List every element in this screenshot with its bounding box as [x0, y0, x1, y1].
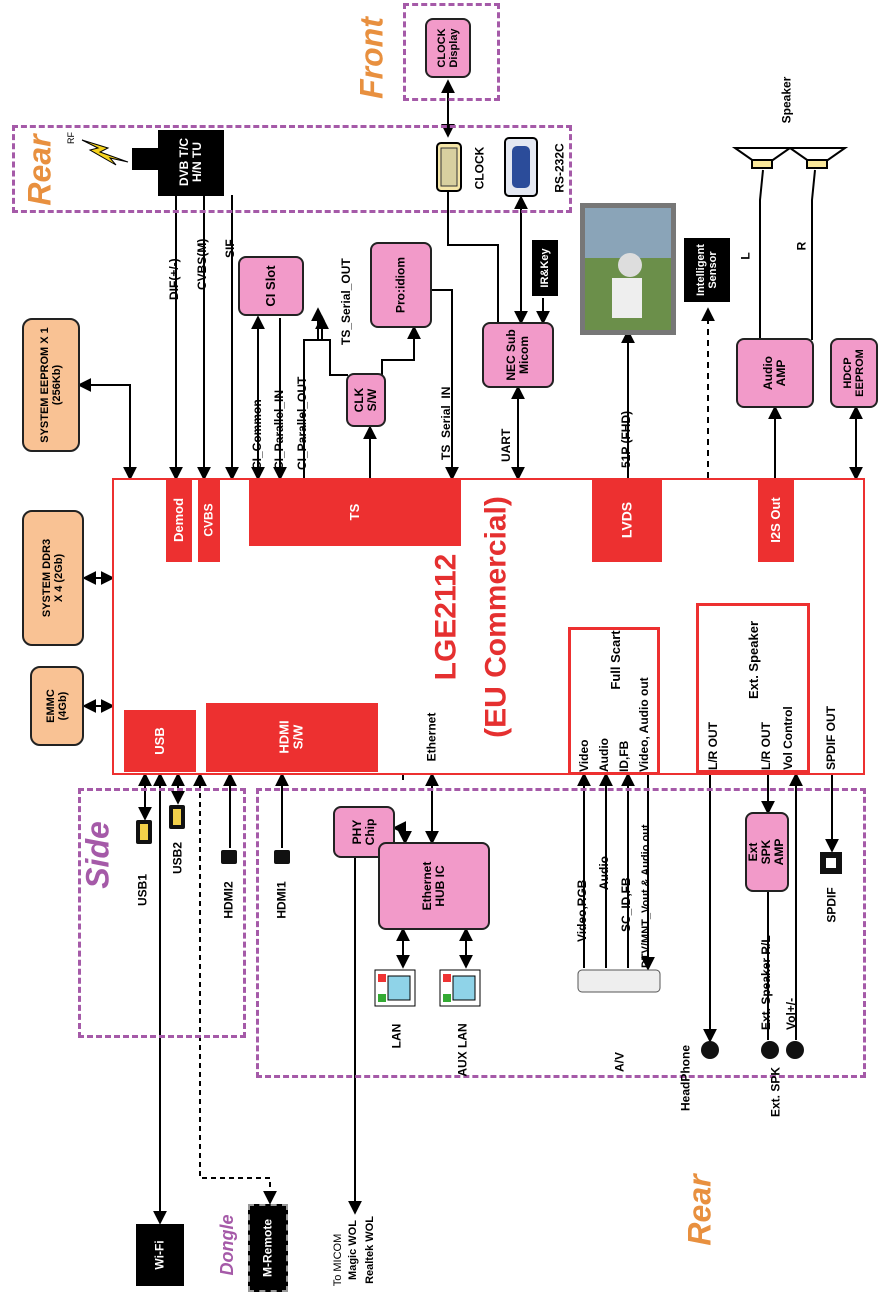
- speaker-l-label: L: [739, 252, 752, 259]
- rear-bottom-zone-label: Rear: [682, 1174, 717, 1245]
- panel-signal-label: 51P (FHD): [620, 411, 633, 468]
- hdmi1-label: HDMI1: [275, 881, 288, 918]
- uart-label: UART: [500, 429, 513, 462]
- av-signal-video-rgb: Video,RGB: [576, 880, 589, 942]
- dongle-zone-label: Dongle: [218, 1215, 238, 1276]
- eeprom-label: SYSTEM EEPROM X 1 (256Kb): [39, 325, 63, 445]
- front-zone-label: Front: [354, 17, 389, 99]
- ethernet-label: Ethernet: [425, 713, 438, 762]
- clock-label: CLOCK: [473, 147, 486, 190]
- speaker-label: Speaker: [780, 77, 793, 124]
- full-scart-title: Full Scart: [609, 630, 623, 689]
- rf-label: RF: [67, 132, 77, 144]
- signal-ci-parallel-in: CI_Parallel_IN: [273, 390, 286, 470]
- ts-serial-in-label: TS_Serial_IN: [440, 387, 453, 460]
- usb-label: USB: [153, 727, 167, 754]
- proidiom-label: Pro:idiom: [394, 257, 407, 313]
- signal-sif: SIF: [224, 239, 237, 258]
- full-scart-line-audio: Audio: [598, 738, 611, 772]
- ethernet-hub-label: Ethernet HUB IC: [421, 851, 447, 921]
- hdmi-sw-label: HDMI S/W: [278, 714, 307, 760]
- ci-slot-label: CI Slot: [264, 265, 278, 306]
- usb2-label: USB2: [171, 842, 184, 874]
- headphone-label: HeadPhone: [679, 1045, 692, 1111]
- intelligent-sensor-label: Intelligent Sensor: [695, 240, 719, 300]
- nec-micom-label: NEC Sub Micom: [505, 325, 531, 385]
- signal-cvbs-m: CVBS(M): [196, 239, 209, 290]
- spdif-out-label: SPDIF OUT: [825, 706, 838, 770]
- hdmi2-label: HDMI2: [222, 881, 235, 918]
- spdif-label: SPDIF: [825, 887, 838, 922]
- ext-speaker-title: Ext. Speaker: [747, 621, 761, 699]
- ir-key-label: IR&Key: [539, 248, 551, 287]
- ext-speaker-line-2: L/R OUT: [760, 722, 773, 770]
- side-zone-label: Side: [80, 821, 115, 889]
- ext-speaker-line-3: Vol Control: [782, 706, 795, 770]
- lan-label: LAN: [390, 1024, 403, 1049]
- ext-speaker-line-1: L/R OUT: [707, 722, 720, 770]
- clk-sw-label: CLK S/W: [353, 385, 379, 415]
- av-signal-sc-id: SC_ID,FB: [620, 877, 633, 932]
- cvbs-label: CVBS: [202, 503, 215, 536]
- full-scart-line-video: Video: [578, 740, 591, 772]
- signal-ci-common: CI_Common: [251, 399, 264, 470]
- full-scart-line-out: Video, Audio out: [638, 677, 651, 772]
- phy-chip-label: PHY Chip: [351, 812, 377, 852]
- speaker-icon: [735, 148, 845, 168]
- ts-serial-out-label: TS_Serial_OUT: [340, 258, 353, 345]
- tuner-plug: [132, 148, 160, 170]
- usb1-label: USB1: [136, 874, 149, 906]
- clock-display-label: CLOCK Display: [436, 23, 460, 73]
- emmc-label: EMMC (4Gb): [45, 682, 69, 730]
- speaker-r-label: R: [795, 242, 808, 251]
- wifi-label: Wi-Fi: [153, 1240, 166, 1269]
- audio-amp-label: Audio AMP: [762, 353, 788, 393]
- lvds-label: LVDS: [619, 502, 634, 538]
- main-chip-sub: (EU Commercial): [480, 496, 513, 738]
- ts-label: TS: [348, 504, 362, 521]
- av-signal-dtv: DTV/MNT_Vout & Audio out: [640, 824, 652, 968]
- i2s-label: I2S Out: [769, 497, 783, 543]
- demod-label: Demod: [172, 498, 186, 542]
- m-remote-label: M-Remote: [261, 1219, 274, 1277]
- tv-panel-icon: [580, 203, 676, 335]
- ext-spk-amp-label: Ext SPK AMP: [747, 829, 787, 875]
- signal-dif: DIF(+/-): [168, 258, 181, 300]
- main-chip-name: LGE2112: [430, 554, 463, 681]
- rear-top-zone: [12, 125, 572, 213]
- ext-spk-label: Ext. SPK: [769, 1067, 782, 1117]
- tuner-label: DVB T/C H/N TU: [178, 134, 204, 190]
- wol-to-micom: To MICOM: [332, 1234, 344, 1287]
- av-label: A/V: [613, 1052, 626, 1072]
- ext-spk-signal-vol: Vol+/-: [785, 998, 798, 1030]
- full-scart-line-idfb: ID,FB: [618, 741, 631, 772]
- av-signal-audio: Audio: [598, 856, 611, 890]
- signal-ci-parallel-out: CI_Parallel_OUT: [296, 377, 309, 470]
- ddr-label: SYSTEM DDR3 X 4 (2Gb): [41, 538, 65, 618]
- wol-realtek: Realtek WOL: [364, 1216, 376, 1284]
- rear-top-zone-label: Rear: [22, 134, 57, 205]
- rs232c-label: RS-232C: [553, 143, 566, 192]
- aux-lan-label: AUX LAN: [456, 1023, 469, 1076]
- wol-magic: Magic WOL: [347, 1220, 359, 1280]
- hdcp-eeprom-label: HDCP EEPROM: [842, 345, 866, 401]
- ext-spk-signal-rl: Ext. Speaker R/L: [760, 935, 773, 1030]
